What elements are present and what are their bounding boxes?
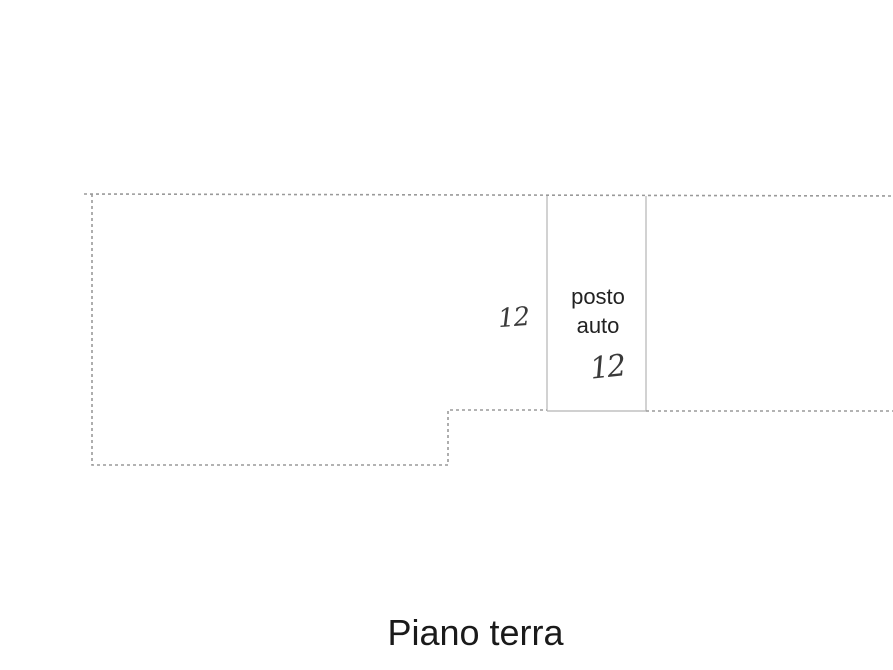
floor-title: Piano terra xyxy=(387,612,564,653)
parking-space-label: posto auto xyxy=(553,282,643,340)
handwritten-annotation-left: 12 xyxy=(496,301,531,335)
handwritten-annotation-right: 12 xyxy=(588,348,626,387)
top-wall xyxy=(83,193,893,197)
parking-label-line2: auto xyxy=(576,313,620,338)
parking-label-line1: posto xyxy=(571,284,625,309)
left-room-outline xyxy=(91,194,547,466)
